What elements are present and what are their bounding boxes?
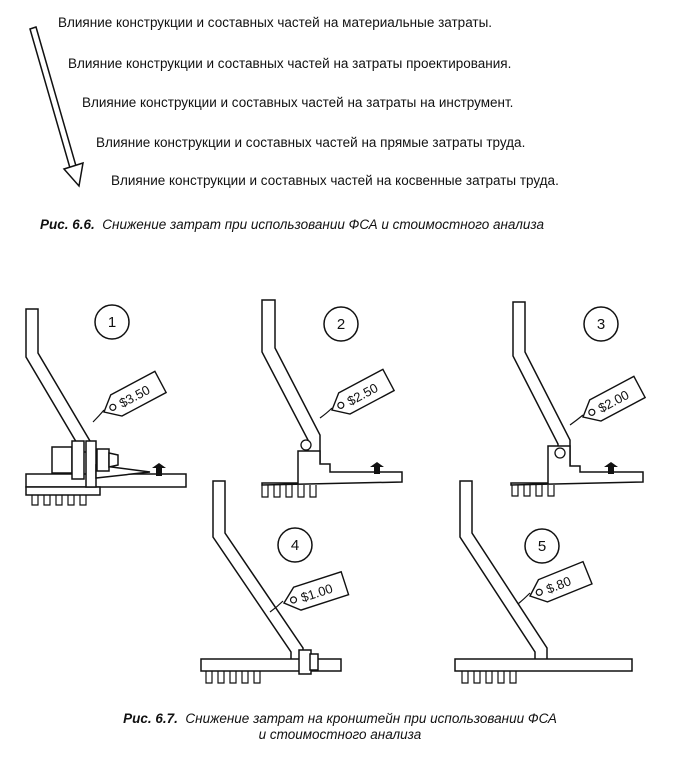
fig67-caption-label: Рис. 6.7. xyxy=(123,711,178,726)
fig66-caption: Рис. 6.6. Снижение затрат при использова… xyxy=(40,217,544,232)
variant-1-price-tag: $3.50 xyxy=(103,370,168,417)
variant-4-number-text: 4 xyxy=(291,537,299,554)
fig67-caption: Рис. 6.7. Снижение затрат на кронштейн п… xyxy=(80,711,600,743)
fig66-line-1: Влияние конструкции и составных частей н… xyxy=(58,15,493,30)
variant-2-price-tag: $2.50 xyxy=(331,368,396,415)
variant-4-number: 4 xyxy=(277,527,313,563)
fig67-caption-text-1: Снижение затрат на кронштейн при использ… xyxy=(185,711,557,726)
fig67-caption-text-2: и стоимостного анализа xyxy=(258,727,422,742)
fig66-caption-text: Снижение затрат при использовании ФСА и … xyxy=(102,217,545,232)
variant-1-number: 1 xyxy=(94,304,130,340)
variant-2-number: 2 xyxy=(323,306,359,342)
fig66-line-4: Влияние конструкции и составных частей н… xyxy=(96,135,526,150)
diagonal-arrow-icon xyxy=(29,26,84,188)
fig66-line-3: Влияние конструкции и составных частей н… xyxy=(82,95,514,110)
bracket-variant-1 xyxy=(25,308,187,506)
variant-4-price-tag: $1.00 xyxy=(282,570,350,611)
bracket-variant-3 xyxy=(510,301,644,497)
fig66-caption-label: Рис. 6.6. xyxy=(40,217,95,232)
variant-5-number: 5 xyxy=(524,528,560,564)
fig66-line-2: Влияние конструкции и составных частей н… xyxy=(68,56,512,71)
variant-1-number-text: 1 xyxy=(108,314,116,331)
variant-5-price-tag: $.80 xyxy=(529,560,593,603)
variant-3-number: 3 xyxy=(583,306,619,342)
fig67-caption-line-1: Рис. 6.7. Снижение затрат на кронштейн п… xyxy=(80,711,600,727)
variant-3-number-text: 3 xyxy=(597,316,605,333)
bracket-variant-4 xyxy=(200,480,342,684)
bracket-variant-2 xyxy=(261,299,403,498)
variant-2-number-text: 2 xyxy=(337,316,345,333)
bracket-variant-5 xyxy=(454,480,633,684)
variant-3-price-tag: $2.00 xyxy=(582,375,647,422)
variant-5-number-text: 5 xyxy=(538,538,546,555)
fig66-line-5: Влияние конструкции и составных частей н… xyxy=(111,173,559,188)
